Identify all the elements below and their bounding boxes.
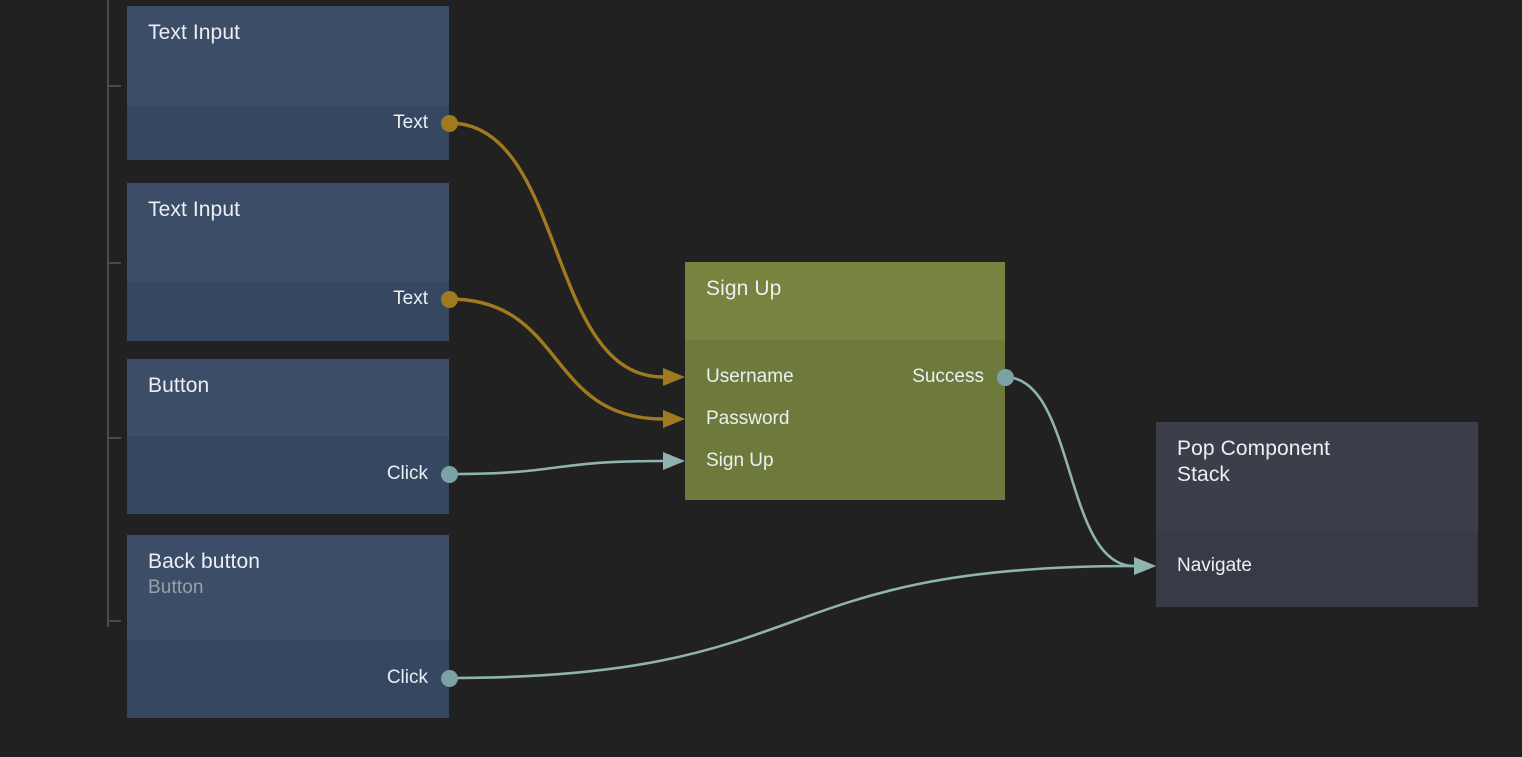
node-body: Text — [127, 281, 449, 341]
input-port-row[interactable]: Sign Up — [685, 450, 1005, 472]
output-port-dot[interactable] — [997, 369, 1014, 386]
input-port-row[interactable]: Password — [685, 408, 1005, 430]
output-port-row[interactable]: Success — [685, 366, 1005, 388]
output-port-dot[interactable] — [441, 115, 458, 132]
input-port-label: Navigate — [1177, 555, 1252, 576]
wire-backbutton-to-navigate[interactable] — [447, 564, 1136, 680]
node-header[interactable]: Button — [127, 359, 449, 436]
output-port-label: Click — [386, 463, 428, 484]
wire-text2-to-password[interactable] — [447, 297, 665, 421]
arrowhead-backbutton-to-navigate — [1134, 557, 1156, 575]
node-body: Click — [127, 436, 449, 514]
tree-guide-branch — [107, 85, 121, 87]
output-port-row[interactable]: Text — [127, 112, 449, 134]
arrowhead-text1-to-username — [663, 368, 685, 386]
output-port-row[interactable]: Click — [127, 667, 449, 689]
node-header[interactable]: Pop Component Stack — [1156, 422, 1478, 530]
tree-guide-trunk — [107, 0, 109, 627]
node-title: Text Input — [148, 21, 241, 44]
output-port-row[interactable]: Text — [127, 288, 449, 310]
output-port-label: Text — [393, 288, 428, 309]
node-title: Button — [148, 374, 210, 397]
node-header[interactable]: Text Input — [127, 183, 449, 281]
node-title: Sign Up — [706, 277, 782, 300]
wire-button-to-signup[interactable] — [447, 459, 665, 476]
node-title: Back button — [148, 550, 261, 573]
node-title: Pop Component Stack — [1177, 437, 1331, 486]
node-body: Click — [127, 640, 449, 718]
tree-guide-branch — [107, 437, 121, 439]
output-port-dot[interactable] — [441, 670, 458, 687]
input-port-label: Username — [706, 366, 794, 387]
input-port-row[interactable]: Username — [685, 366, 1005, 388]
input-port-row[interactable]: Navigate — [1156, 555, 1478, 577]
output-port-row[interactable]: Click — [127, 463, 449, 485]
node-subtitle: Button — [148, 577, 204, 598]
input-port-label: Sign Up — [706, 450, 774, 471]
node-header[interactable]: Sign Up — [685, 262, 1005, 340]
node-title: Text Input — [148, 198, 241, 221]
output-port-dot[interactable] — [441, 291, 458, 308]
arrowhead-button-to-signup — [663, 452, 685, 470]
tree-guide-branch — [107, 620, 121, 622]
output-port-dot[interactable] — [441, 466, 458, 483]
output-port-label: Text — [393, 112, 428, 133]
arrowhead-success-to-navigate — [1134, 557, 1156, 575]
wire-text1-to-username[interactable] — [447, 121, 665, 379]
node-body: Navigate — [1156, 530, 1478, 607]
tree-guide-branch — [107, 262, 121, 264]
output-port-label: Click — [386, 667, 428, 688]
arrowhead-text2-to-password — [663, 410, 685, 428]
node-body: Text — [127, 105, 449, 160]
node-header[interactable]: Text Input — [127, 6, 449, 105]
output-port-label: Success — [912, 366, 984, 387]
wire-success-to-navigate[interactable] — [1003, 375, 1136, 568]
input-port-label: Password — [706, 408, 790, 429]
